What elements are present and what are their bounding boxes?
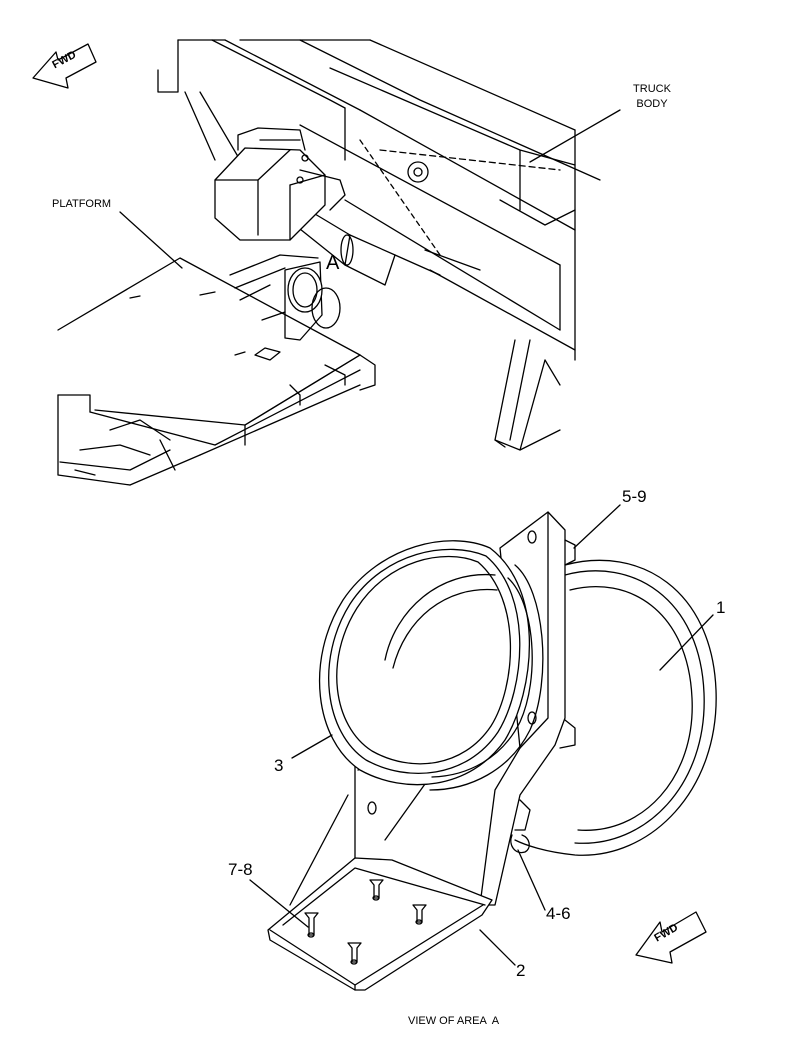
hoop-bracket-top bbox=[229, 254, 341, 341]
hoop-ring-front bbox=[318, 540, 544, 791]
fwd-arrow-detail-icon bbox=[635, 911, 707, 964]
callout-3: 3 bbox=[274, 756, 284, 775]
hoop-ring-rear bbox=[514, 559, 717, 856]
truck-body-label-line2: BODY bbox=[636, 98, 668, 110]
hoist-cylinder bbox=[294, 204, 441, 286]
leader-lines-top bbox=[119, 109, 621, 269]
truck-body-support bbox=[494, 339, 561, 451]
hitch-block bbox=[214, 127, 346, 241]
leader-lines-detail bbox=[249, 504, 714, 966]
bolt-heads bbox=[304, 879, 427, 965]
mounting-bracket bbox=[367, 511, 576, 906]
truck-body-label-line1: TRUCK bbox=[633, 83, 671, 95]
callout-2: 2 bbox=[516, 961, 526, 980]
callout-1: 1 bbox=[716, 598, 726, 617]
view-caption: VIEW OF AREA A bbox=[408, 1015, 500, 1027]
truck-body-frame bbox=[157, 39, 601, 361]
platform-structure bbox=[57, 257, 376, 486]
callout-7-8: 7-8 bbox=[228, 860, 253, 879]
platform-label: PLATFORM bbox=[52, 198, 112, 210]
area-a-marker: A bbox=[326, 252, 340, 274]
base-plate bbox=[267, 857, 493, 991]
fwd-arrow-top-icon bbox=[32, 43, 97, 89]
callout-5-9: 5-9 bbox=[622, 487, 647, 506]
callout-4-6: 4-6 bbox=[546, 904, 571, 923]
